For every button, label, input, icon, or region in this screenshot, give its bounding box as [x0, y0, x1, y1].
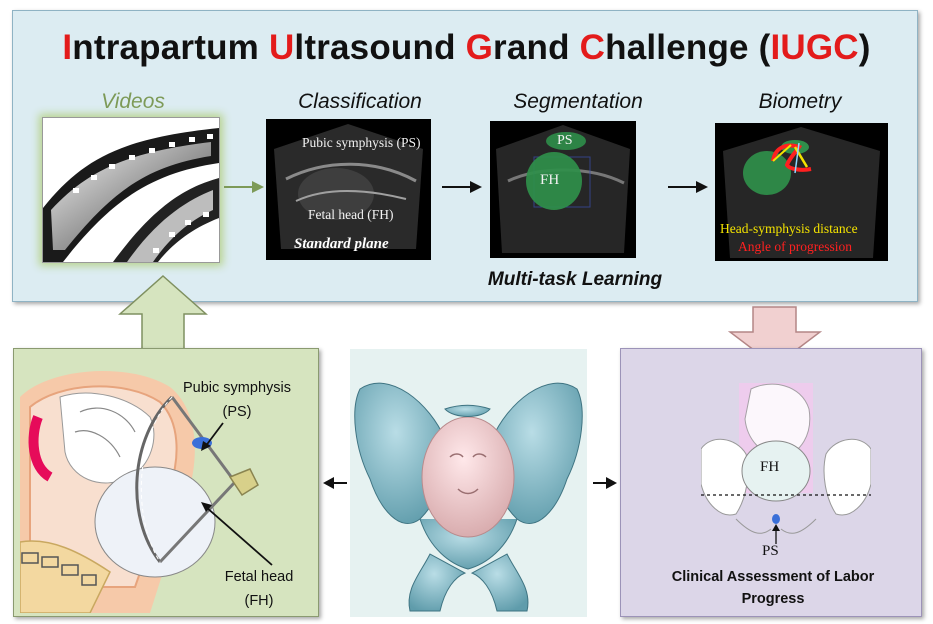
pelvis-model-panel: [350, 349, 587, 617]
fetal-head-label: Fetal head: [224, 569, 294, 585]
arrow-right-icon-green: [224, 181, 264, 193]
standard-plane-label: Standard plane: [294, 236, 389, 252]
title-letter-u: U: [268, 28, 295, 67]
classification-ps-label: Pubic symphysis (PS): [302, 135, 421, 150]
pelvic-cross-section-illustration: [20, 370, 259, 613]
ps-label: PS: [762, 543, 779, 559]
caption-line-1: Clinical Assessment of Labor: [671, 569, 875, 585]
head-symphysis-distance-label: Head-symphysis distance: [720, 221, 858, 236]
title-word-intrapartum: ntrapartum: [72, 28, 269, 67]
ultrasound-fan-icon: [274, 124, 423, 249]
segmentation-ultrasound-image: PS FH: [490, 121, 636, 258]
step-label-classification: Classification: [298, 90, 422, 113]
biometry-ultrasound-image: Head-symphysis distance Angle of progres…: [715, 123, 888, 261]
caption-line-2: Progress: [741, 591, 805, 607]
film-reel-icon: [43, 128, 219, 262]
pubic-symphysis-abbr: (PS): [222, 404, 252, 420]
segmentation-ps-label: PS: [557, 133, 573, 148]
labor-assessment-panel: FH PS: [620, 348, 922, 617]
step-label-videos: Videos: [101, 90, 165, 113]
title-letter-i: I: [62, 28, 73, 67]
anatomy-panel: Pubic symphysis (PS) Fetal head (FH): [13, 348, 319, 617]
pelvis-diagram-illustration: [701, 383, 871, 544]
challenge-title: Intrapartum Ultrasound Grand Challenge (…: [0, 28, 933, 68]
step-label-biometry: Biometry: [758, 90, 842, 113]
segmentation-fh-label: FH: [540, 172, 560, 188]
pointer-arrow-icon: [201, 502, 273, 566]
arrow-right-icon: [668, 181, 708, 193]
arrow-up-icon: [118, 274, 208, 350]
fh-label: FH: [760, 459, 780, 475]
title-letter-c: C: [579, 28, 606, 67]
pointer-arrow-icon: [201, 422, 224, 451]
clinical-assessment-caption: Clinical Assessment of Labor Progress: [622, 566, 924, 610]
fetal-head-abbr: (FH): [244, 593, 274, 609]
arrow-right-icon: [593, 477, 617, 489]
title-abbreviation: IUGC: [770, 28, 859, 67]
video-filmstrip-image: [42, 117, 220, 263]
title-close-paren: ): [858, 28, 871, 67]
segmentation-mask-icon: [496, 125, 630, 253]
classification-fh-label: Fetal head (FH): [308, 207, 394, 222]
title-letter-g: G: [465, 28, 494, 67]
pelvis-3d-model-illustration: [354, 382, 583, 612]
biometry-measurement-icon: [723, 127, 880, 258]
multi-task-learning-label: Multi-task Learning: [487, 269, 663, 290]
classification-ultrasound-image: Pubic symphysis (PS) Fetal head (FH) Sta…: [266, 119, 431, 260]
arrow-right-icon: [442, 181, 482, 193]
step-label-segmentation: Segmentation: [513, 90, 643, 113]
title-word-grand: rand: [493, 28, 580, 67]
pubic-symphysis-label: Pubic symphysis: [183, 380, 291, 396]
title-word-challenge: hallenge (: [605, 28, 771, 67]
title-word-ultrasound: ltrasound: [294, 28, 466, 67]
arrow-left-icon: [323, 477, 347, 489]
angle-of-progression-label: Angle of progression: [738, 239, 852, 254]
